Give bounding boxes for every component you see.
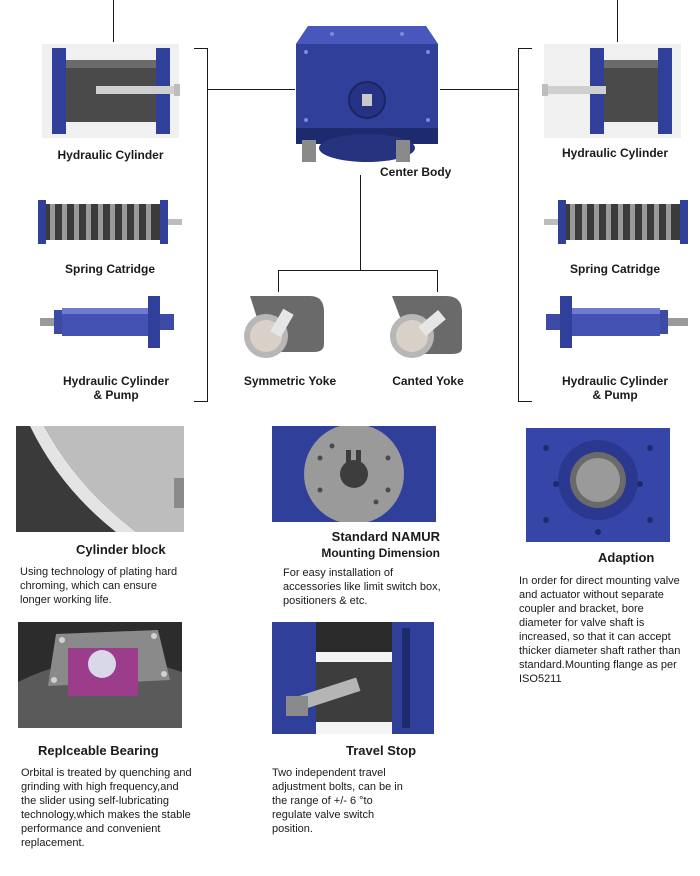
- label-line: & Pump: [93, 388, 139, 402]
- bracket-right: [518, 48, 519, 402]
- namur-title-line: Standard NAMUR: [331, 529, 440, 544]
- center-body-label: Center Body: [380, 165, 452, 179]
- namur-mounting-image: [272, 426, 436, 522]
- label-line: Hydraulic Cylinder: [62, 374, 170, 388]
- travel-stop-image: [272, 622, 434, 734]
- replaceable-bearing-image: [18, 622, 182, 728]
- hydraulic-cylinder-label-right: Hydraulic Cylinder: [561, 146, 669, 160]
- symmetric-yoke-label: Symmetric Yoke: [243, 374, 337, 388]
- canted-yoke-image: [390, 296, 462, 358]
- cylinder-block-text: Using technology of plating hard chromin…: [20, 566, 178, 606]
- adaption-text: In order for direct mounting valve and a…: [519, 575, 681, 685]
- cylinder-block-image: [16, 426, 184, 532]
- label-line: & Pump: [592, 388, 638, 402]
- connector-line: [437, 270, 438, 292]
- connector-line: [360, 175, 361, 270]
- center-body-image: [296, 26, 438, 162]
- hydraulic-cylinder-pump-image-left: [40, 296, 174, 348]
- symmetric-yoke-image: [244, 296, 324, 358]
- connector-line: [440, 89, 518, 90]
- hydraulic-cylinder-pump-image-right: [546, 296, 688, 348]
- travel-stop-title: Travel Stop: [346, 743, 417, 758]
- hydraulic-cylinder-label-left: Hydraulic Cylinder: [57, 148, 164, 162]
- bracket-left: [194, 401, 208, 402]
- connector-line: [207, 89, 295, 90]
- spring-cartridge-image-left: [38, 200, 182, 244]
- spring-cartridge-image-right: [544, 200, 688, 244]
- connector-line: [113, 0, 114, 42]
- hydraulic-cylinder-pump-label-left: Hydraulic Cylinder & Pump: [40, 374, 192, 402]
- namur-title-line: Mounting Dimension: [321, 546, 440, 560]
- namur-text: For easy installation of accessories lik…: [283, 567, 441, 607]
- bracket-left: [207, 48, 208, 402]
- spring-cartridge-label-right: Spring Catridge: [569, 262, 660, 276]
- spring-cartridge-label-left: Spring Catridge: [64, 262, 155, 276]
- connector-line: [278, 270, 279, 292]
- adaption-title: Adaption: [598, 550, 655, 565]
- canted-yoke-label: Canted Yoke: [392, 374, 464, 388]
- connector-line: [278, 270, 438, 271]
- label-line: Hydraulic Cylinder: [561, 374, 669, 388]
- bracket-left: [194, 48, 208, 49]
- bearing-title: Replceable Bearing: [38, 743, 159, 758]
- bearing-text: Orbital is treated by quenching and grin…: [21, 767, 192, 849]
- bracket-right: [518, 48, 532, 49]
- bracket-right: [518, 401, 532, 402]
- connector-line: [617, 0, 618, 42]
- adaption-image: [526, 428, 670, 542]
- hydraulic-cylinder-pump-label-right: Hydraulic Cylinder & Pump: [540, 374, 690, 402]
- hydraulic-cylinder-image-right: [542, 44, 681, 138]
- hydraulic-cylinder-image-left: [42, 44, 180, 138]
- cylinder-block-title: Cylinder block: [76, 542, 166, 557]
- travel-stop-text: Two independent travel adjustment bolts,…: [272, 767, 403, 835]
- namur-title: Standard NAMUR Mounting Dimension: [280, 529, 440, 561]
